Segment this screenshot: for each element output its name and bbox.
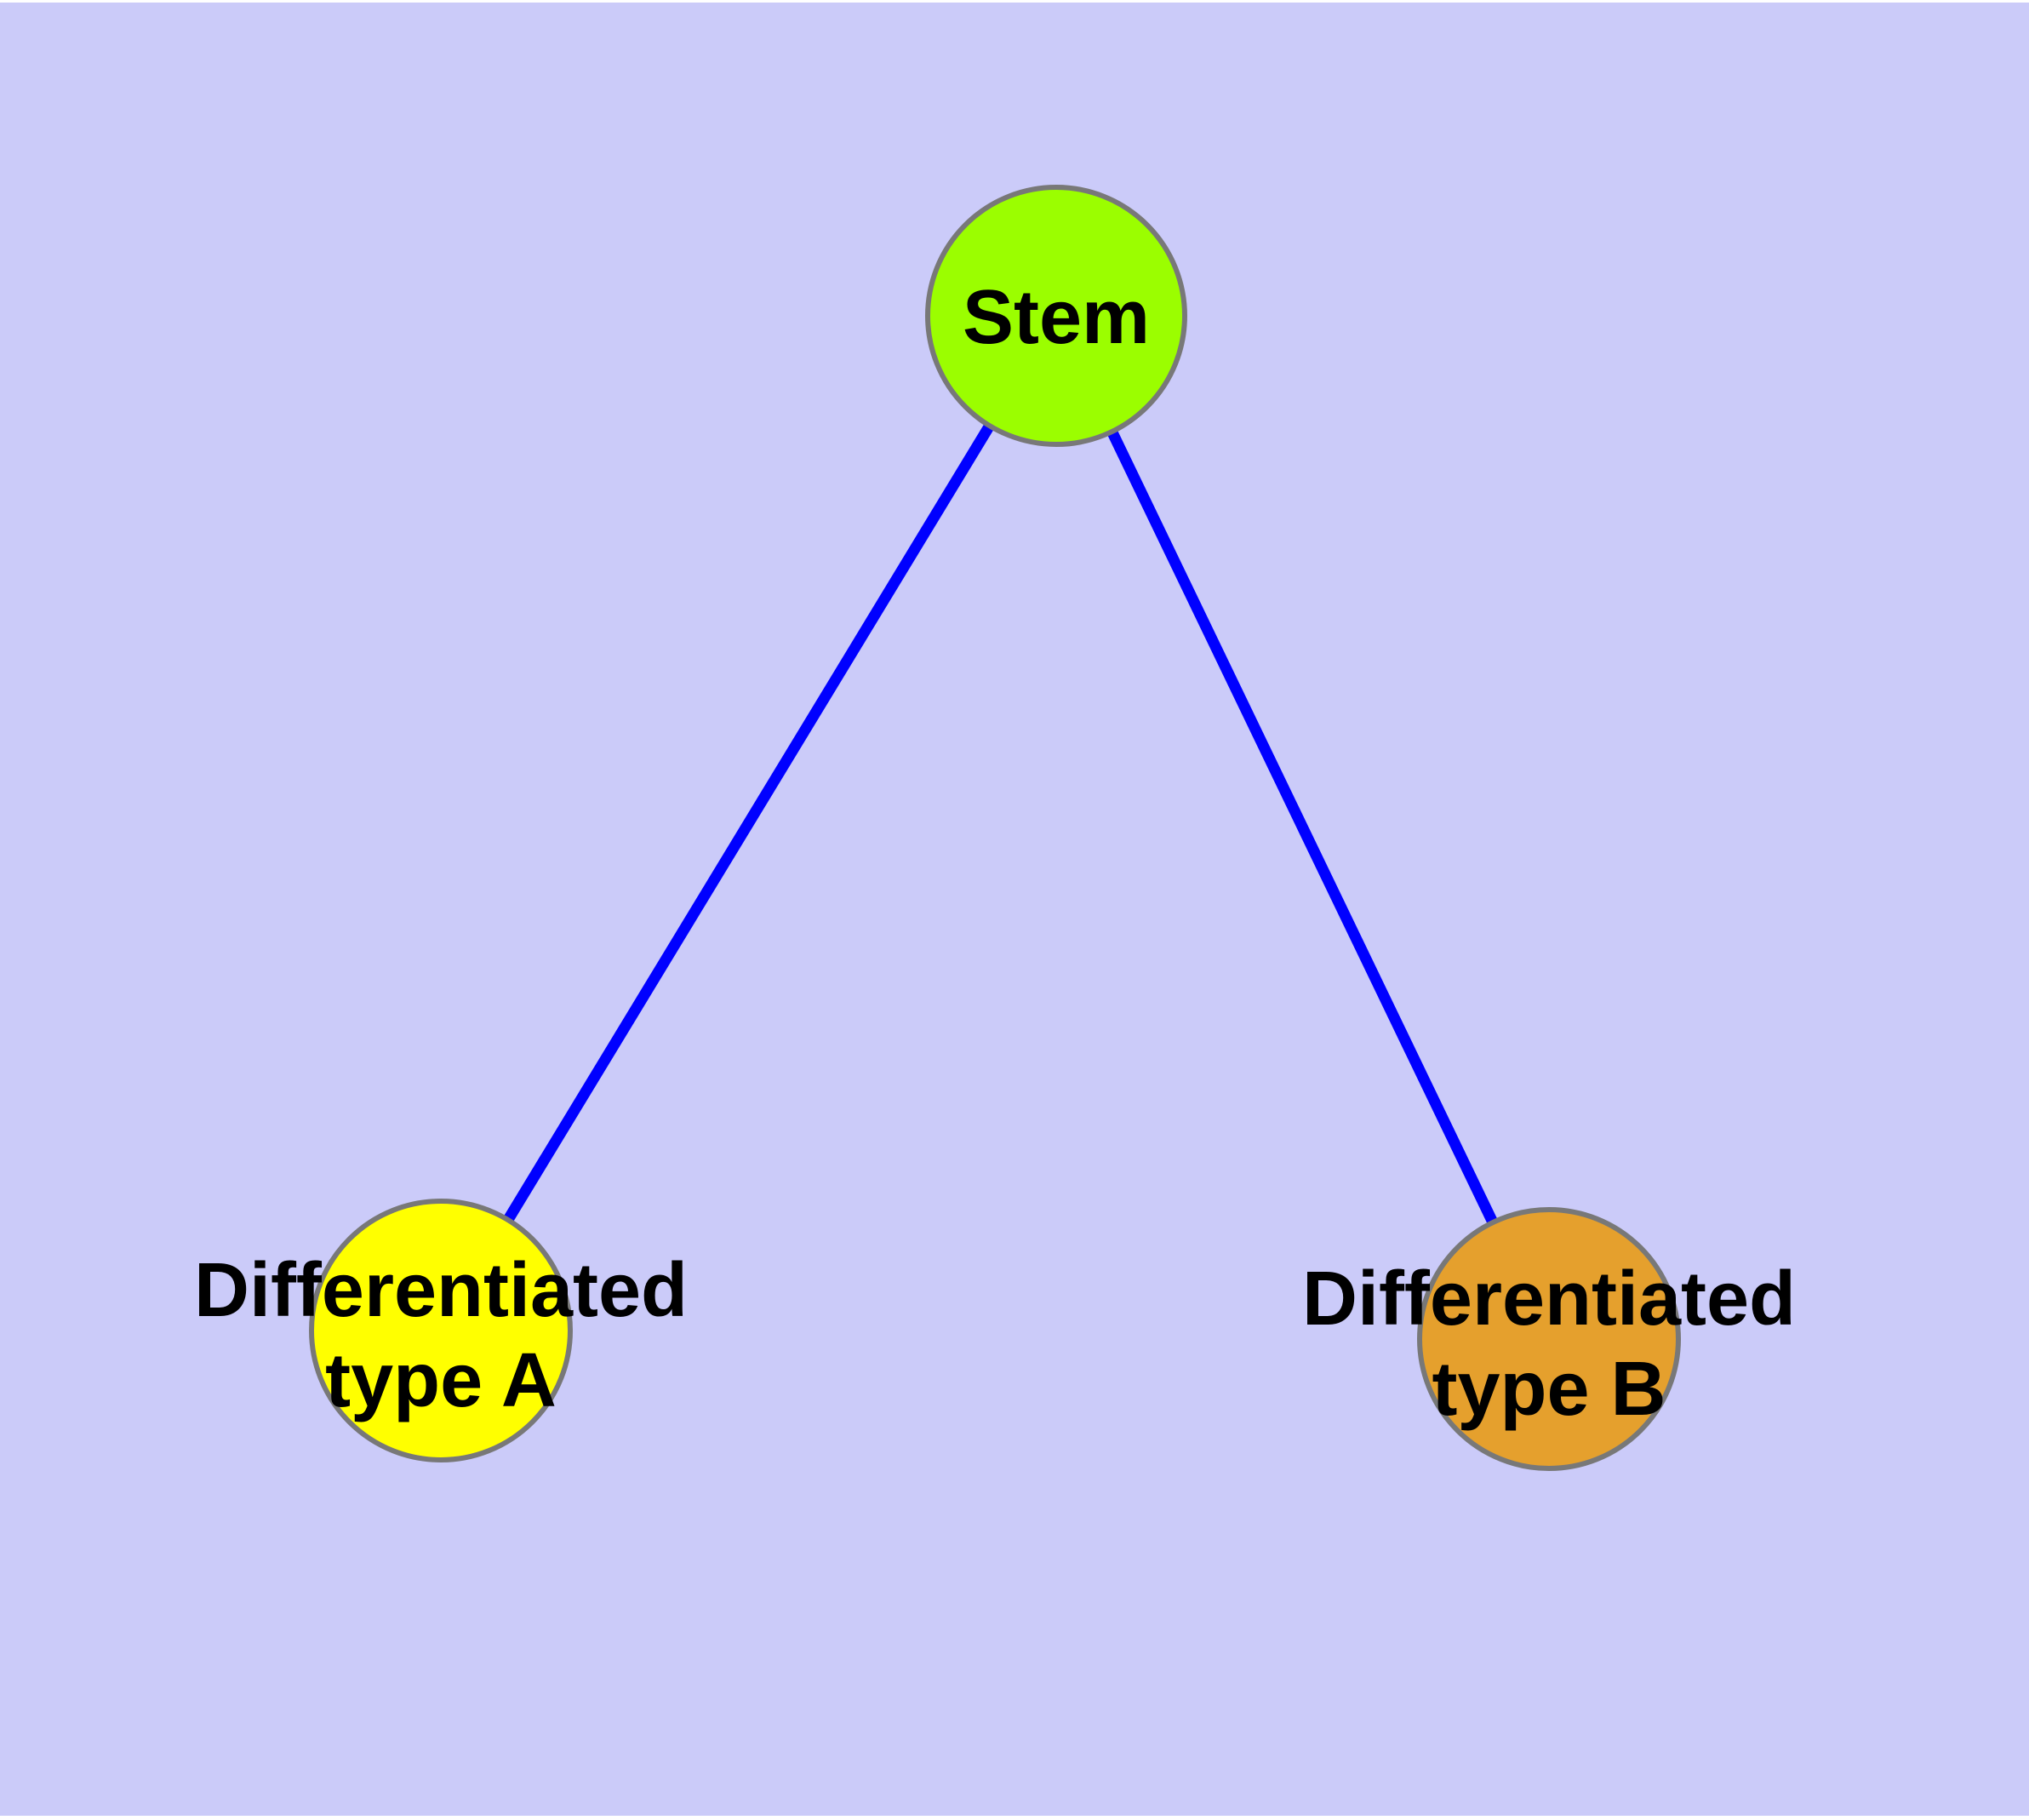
node-type-a <box>309 1199 573 1462</box>
node-label-stem-line1: Stem <box>963 275 1150 360</box>
edge-stem-type-a <box>436 312 1061 1334</box>
node-label-type-a-line2: type A <box>325 1338 557 1423</box>
node-label-type-b-line2: type B <box>1432 1347 1666 1432</box>
node-stem <box>925 185 1187 447</box>
node-type-b <box>1417 1207 1681 1471</box>
edge-layer <box>436 312 1554 1342</box>
node-label-type-a-line1: Differentiated <box>194 1248 688 1333</box>
node-layer <box>309 185 1681 1471</box>
node-label-type-b-line1: Differentiated <box>1302 1256 1796 1342</box>
edge-stem-type-b <box>1051 313 1554 1342</box>
